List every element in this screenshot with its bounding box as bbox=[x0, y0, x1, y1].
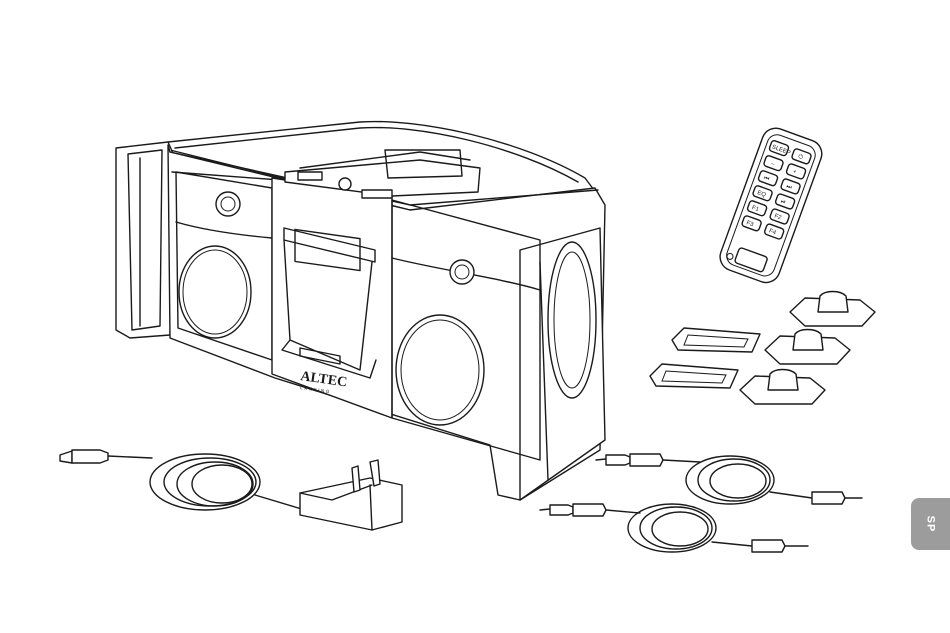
audio-cable bbox=[540, 504, 808, 552]
speaker-dock: ALTEC LANSING bbox=[116, 122, 605, 500]
power-adapter bbox=[60, 450, 402, 530]
dock-adapter-flat bbox=[672, 328, 760, 352]
dock-adapter bbox=[765, 330, 850, 365]
language-tab: SP bbox=[911, 498, 950, 550]
audio-cable bbox=[596, 454, 862, 504]
dock-adapters bbox=[650, 292, 875, 405]
dock-adapter bbox=[740, 370, 825, 405]
language-tab-label: SP bbox=[925, 516, 937, 533]
dock-adapter-flat bbox=[650, 364, 738, 388]
dock-adapter bbox=[790, 292, 875, 327]
remote-control: SLEEP ⏻ – + ⏮ ⏭ EQ ⏯ F1 F2 F3 F4 bbox=[716, 124, 826, 286]
